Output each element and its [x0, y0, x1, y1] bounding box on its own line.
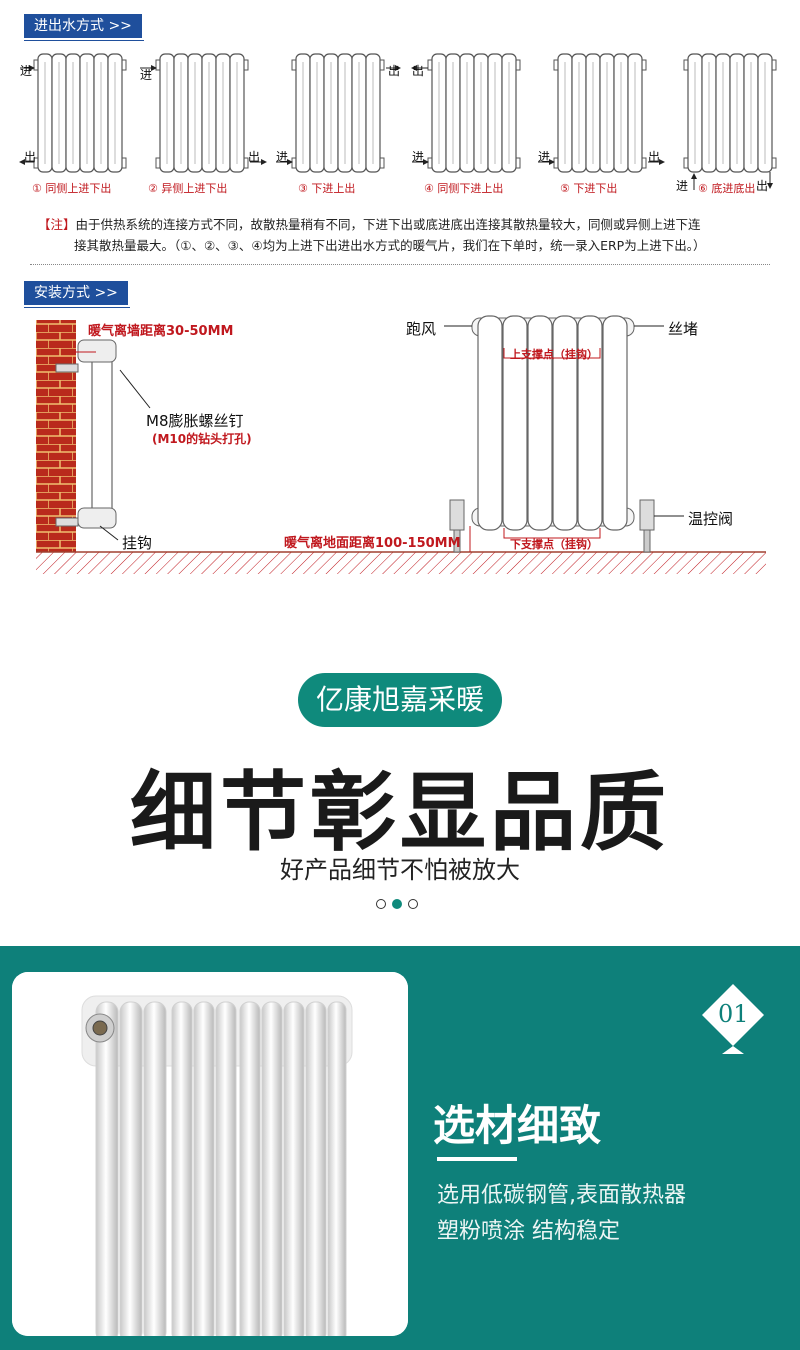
inlet-label: 进 [276, 150, 289, 164]
front-radiator [471, 315, 635, 531]
radiator-diagram-4 [428, 54, 520, 172]
feature-number: 01 [718, 1000, 749, 1028]
pager-dot-active[interactable] [392, 899, 402, 909]
outlet-label: 出 [388, 64, 401, 78]
side-radiator [91, 345, 113, 523]
divider [30, 264, 770, 265]
plug-label: 丝堵 [668, 320, 699, 338]
install-diagram [36, 315, 766, 574]
caption-2: ② 异侧上进下出 [148, 182, 228, 195]
screw-label: M8膨胀螺丝钉 [146, 412, 244, 430]
note-text: 【注】由于供热系统的连接方式不同，故散热量稍有不同，下进下出或底进底出连接其散热… [38, 214, 798, 256]
outlet-label: 出 [24, 150, 37, 164]
hook-label: 挂钩 [122, 534, 153, 552]
brand-badge: 亿康旭嘉采暖 [298, 673, 502, 727]
outlet-label: 出 [756, 179, 769, 193]
pager-dot[interactable] [376, 899, 386, 909]
caption-3: ③ 下进上出 [298, 182, 356, 195]
radiator-diagram-5 [554, 54, 646, 172]
number-badge [702, 984, 764, 1054]
inlet-label: 进 [676, 179, 689, 193]
note-line-1: 由于供热系统的连接方式不同，故散热量稍有不同，下进下出或底进底出连接其散热量较大… [75, 217, 701, 232]
outlet-label: 出 [412, 64, 425, 78]
note-line-2: 接其散热量最大。（①、②、③、④均为上进下出进出水方式的暖气片，我们在下单时，统… [74, 238, 706, 253]
feature-underline [437, 1157, 517, 1161]
inlet-label: 进 [20, 64, 33, 78]
connection-diagrams [19, 44, 800, 190]
wall-distance-label: 暖气离墙距离30-50MM [88, 324, 234, 339]
inlet-label: 进 [140, 68, 153, 82]
valve-label: 温控阀 [688, 510, 734, 528]
outlet-label: 出 [648, 150, 661, 164]
caption-1: ① 同侧上进下出 [32, 182, 112, 195]
radiator-diagram-2 [156, 54, 248, 172]
floor-distance-label: 暖气离地面距离100-150MM [284, 536, 461, 551]
product-image-card [12, 972, 408, 1336]
radiator-diagram-1 [34, 54, 126, 172]
feature-title: 选材细致 [433, 1101, 602, 1150]
caption-6: ⑥ 底进底出 [698, 182, 756, 195]
radiator-diagram-3 [292, 54, 384, 172]
screw-note: (M10的钻头打孔) [152, 432, 252, 446]
floor [36, 552, 766, 574]
carousel-pager [376, 899, 418, 909]
brick-wall [36, 320, 76, 552]
main-title: 细节彰显品质 [130, 763, 670, 863]
outlet-label: 出 [248, 150, 261, 164]
inlet-label: 进 [538, 150, 551, 164]
lower-support-label: 下支撑点（挂钩） [510, 538, 598, 551]
feature-desc-line-2: 塑粉喷涂 结构稳定 [437, 1219, 620, 1244]
upper-support-label: 上支撑点（挂钩） [510, 348, 598, 361]
inlet-label: 进 [412, 150, 425, 164]
caption-4: ④ 同侧下进上出 [424, 182, 504, 195]
radiator-closeup [12, 972, 408, 1336]
section-tag-connection: 进出水方式 >> [24, 14, 144, 41]
main-subtitle: 好产品细节不怕被放大 [280, 856, 520, 884]
feature-desc-line-1: 选用低碳钢管,表面散热器 [437, 1183, 686, 1208]
note-prefix: 【注】 [38, 217, 76, 232]
pager-dot[interactable] [408, 899, 418, 909]
radiator-diagram-6 [684, 54, 776, 172]
section-tag-install: 安装方式 >> [24, 281, 130, 308]
caption-5: ⑤ 下进下出 [560, 182, 618, 195]
vent-label: 跑风 [406, 320, 437, 338]
feature-description: 选用低碳钢管,表面散热器 塑粉喷涂 结构稳定 [437, 1178, 686, 1250]
